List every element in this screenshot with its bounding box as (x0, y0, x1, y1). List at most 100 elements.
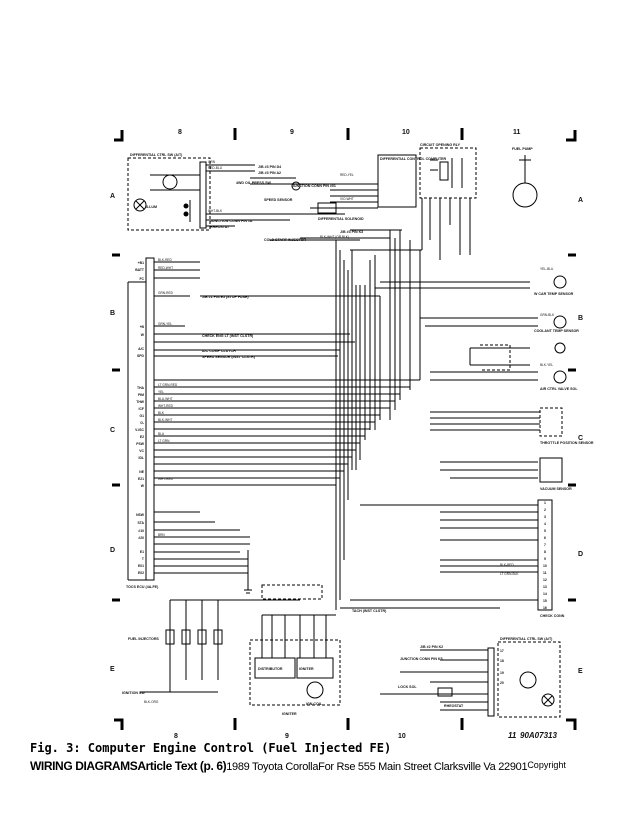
ecu-pin: #20 (138, 536, 144, 540)
label-tach: TACH (INST CLSTR) (352, 609, 387, 613)
ecu-pin: NSW (136, 513, 145, 517)
page-footer: WIRING DIAGRAMSArticle Text (p. 6)1989 T… (30, 757, 566, 775)
wire-label: WHT-RED (158, 477, 174, 481)
diff-ctrl-sw-bottom-box (497, 641, 561, 718)
throttle-sensor (539, 407, 563, 437)
label-diff-solenoid: DIFFERENTIAL SOLENOID (318, 217, 364, 221)
row-label: B (110, 310, 115, 317)
col-label: 9 (290, 129, 294, 136)
conn-pin: 16 (543, 606, 547, 610)
conn-pin: 2 (544, 508, 546, 512)
conn-pin: 17 (500, 649, 504, 653)
label-jb-k3: J/B #3 PIN K3 (340, 230, 363, 234)
frame-corner-tr (566, 130, 577, 142)
label-igniter-b: IGNITER (282, 712, 297, 716)
label-igniter: IGNITER (299, 667, 314, 671)
figure-caption: Fig. 3: Computer Engine Control (Fuel In… (30, 741, 392, 755)
wire-label: BLK-ORG (144, 700, 159, 704)
label-stop-fuse: J/B #1 PIN E5 (STOP FUSE) (202, 295, 249, 299)
ecu-pin: E1 (140, 550, 144, 554)
label-ac-clutch: A/C COMP CLUTCH (202, 349, 236, 353)
col-label: 10 (402, 129, 410, 136)
conn-pin: 4 (544, 522, 546, 526)
label-distributor: DISTRIBUTOR (258, 667, 283, 671)
ecu-pin: STA (137, 521, 144, 525)
wire-label: GRN-RED (158, 291, 174, 295)
air-ctrl-valve (553, 370, 567, 384)
ecu-pin: G1 (139, 414, 144, 418)
row-label: D (110, 547, 115, 554)
wire-label: GRN-YEL (158, 322, 172, 326)
conn-pin: 7 (544, 543, 546, 547)
col-label: 11 (513, 129, 521, 136)
wire-label: BRN (158, 533, 165, 537)
wire-label: WHT-BLK (208, 209, 223, 213)
conn-pin: 12 (543, 578, 547, 582)
wire-label: BLK (158, 411, 165, 415)
label-jb-d4: J/B #3 PIN D4 (258, 165, 281, 169)
row-label: E (578, 668, 583, 675)
label-ecu: TOCS ECU (4A-FE) (126, 585, 159, 589)
conn-pin: 8 (544, 550, 546, 554)
diff-control-computer (377, 154, 417, 208)
wire-label: RED-YEL (340, 173, 354, 177)
ecu-pin: A/C (138, 347, 144, 351)
ecu-pin: BATT (135, 268, 145, 272)
label-diff-ctrl-sw-b: DIFFERENTIAL CTRL SW (A/T) (500, 637, 553, 641)
vacuum-sensor (539, 457, 563, 483)
label-diff-ctrl-sw: DIFFERENTIAL CTRL SW (A/T) (130, 153, 183, 157)
label-throttle: THROTTLE POSITION SENSOR (540, 441, 594, 445)
conn-pin: 15 (543, 599, 547, 603)
conn-pin: 19 (500, 671, 504, 675)
ecu-pin: #10 (138, 529, 144, 533)
row-label: E (110, 666, 115, 673)
wire-label: BLK-WHT (158, 418, 172, 422)
label-coolant-temp: COOLANT TEMP SENSOR (534, 329, 579, 333)
label-vacuum: VACUUM SENSOR (540, 487, 572, 491)
label-junction-a: JUNCTION CONN PIN #A (210, 219, 253, 223)
figure-id: 90A07313 (520, 731, 557, 740)
frame-corner-br (566, 718, 577, 730)
wire-label: RED-WHT (158, 266, 173, 270)
frame-corner-bl (114, 718, 124, 730)
ecu-pin: E02 (138, 571, 144, 575)
row-label: B (578, 315, 583, 322)
label-jb-k2: J/B #2 PIN K2 (420, 645, 443, 649)
label-junction-01: JUNCTION CONN PIN #01 (292, 184, 336, 188)
conn-pin: 14 (543, 592, 547, 596)
frame-corner-tl (114, 130, 124, 142)
ecu-pin: E2 (140, 435, 144, 439)
footer-owner: For Rse 555 Main Street Clarksville Va 2… (318, 761, 528, 773)
wire-label: BLK-YEL (540, 363, 553, 367)
footer-copyright: Copyright (527, 760, 566, 770)
label-fuel-injectors: FUEL INJECTORS (128, 637, 159, 641)
label-illum: ILLUM (146, 205, 157, 209)
conn-pin: 9 (544, 557, 546, 561)
ecu-pin: PSW (136, 442, 145, 446)
water-temp-sensor (553, 275, 567, 289)
conn-pin: 5 (544, 529, 546, 533)
conn-pin: 20 (500, 681, 504, 685)
ecu-pin: E21 (138, 477, 144, 481)
label-fuel-pump: FUEL PUMP (512, 147, 533, 151)
label-circuit-rly: CIRCUIT OPENING RLY (420, 143, 461, 147)
ecu-pin: THA (137, 386, 145, 390)
ecu-pin: +B1 (138, 261, 144, 265)
ign-coil (306, 681, 324, 699)
ecu-pin: PIM (138, 393, 144, 397)
row-label: A (110, 193, 115, 200)
label-rheostat: RHEOSTAT (210, 225, 230, 229)
check-conn (537, 499, 553, 611)
label-ign-coil: IGN COIL (306, 702, 323, 706)
label-water-temp: W CAR TEMP SENSOR (534, 292, 574, 296)
igniter (296, 657, 334, 679)
diff-ctrl-sw-box (127, 157, 211, 231)
label-junction-k5: JUNCTION CONN PIN K5 (400, 657, 443, 661)
wire-label: GRN (208, 160, 216, 164)
diff-solenoid (317, 202, 337, 214)
conn-pin: 3 (544, 515, 546, 519)
col-label: 9 (285, 733, 289, 740)
col-label: 8 (174, 733, 178, 740)
circuit-opening-rly (419, 147, 477, 199)
